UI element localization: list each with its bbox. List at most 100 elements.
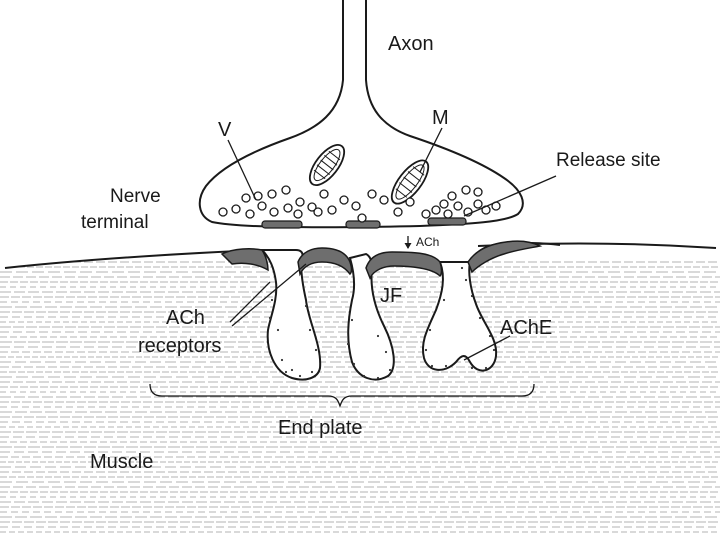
stipple-dot: [464, 278, 468, 282]
stipple-dot: [424, 348, 428, 352]
receptor-band-2: [297, 247, 353, 277]
stipple-dot: [442, 298, 446, 302]
stipple-dot: [304, 304, 308, 308]
vesicle: [447, 191, 457, 201]
nerve-terminal-label-line1: Nerve: [110, 186, 161, 207]
junctional-fold-3: [422, 261, 498, 372]
stipple-dot: [270, 298, 274, 302]
mitochondrion-leader: [419, 127, 443, 173]
ach-receptor-leader-2: [231, 263, 307, 327]
nerve-terminal-label-line2: terminal: [81, 212, 149, 233]
vesicle: [327, 205, 337, 215]
vesicle: [257, 201, 267, 211]
junctional-fold-1: [259, 249, 322, 381]
receptor-band-3: [365, 251, 443, 280]
stipple-dot: [470, 366, 474, 370]
stipple-dot: [276, 328, 280, 332]
stipple-dot: [376, 334, 380, 338]
vesicle: [339, 195, 349, 205]
ach-receptors-label-line1: ACh: [166, 307, 205, 329]
vesicle: [473, 187, 483, 197]
stipple-dot: [314, 348, 318, 352]
stipple-dot: [352, 362, 356, 366]
stipple-dot: [484, 366, 488, 370]
release-site-leader: [463, 175, 557, 217]
vesicle: [319, 189, 329, 199]
stipple-dot: [280, 358, 284, 362]
vesicle: [313, 207, 323, 217]
vesicle: [281, 185, 291, 195]
ach-receptor-leader-1: [229, 281, 271, 323]
vesicle: [443, 209, 453, 219]
stipple-dot: [488, 334, 492, 338]
vesicle: [367, 189, 377, 199]
vesicle-label: V: [218, 119, 232, 141]
stipple-dot: [346, 342, 350, 346]
vesicle: [393, 207, 403, 217]
end-plate-label: End plate: [278, 417, 363, 439]
stipple-dot: [470, 294, 474, 298]
stipple-dot: [284, 370, 288, 374]
vesicle: [307, 202, 317, 212]
nerve-terminal: [198, 0, 524, 229]
release-sites: [261, 217, 467, 229]
stipple-dot: [362, 374, 366, 378]
stipple-dot: [350, 318, 354, 322]
mitochondrion-1: [308, 144, 346, 186]
ach-label: ACh: [416, 235, 439, 249]
junctional-fold-label: JF: [380, 285, 402, 307]
receptor-band-4: [467, 240, 543, 274]
stipple-dot: [310, 370, 314, 374]
stipple-dot: [478, 316, 482, 320]
stipple-dot: [388, 368, 392, 372]
vesicle: [405, 197, 415, 207]
release-site-3: [427, 217, 467, 226]
vesicle: [283, 203, 293, 213]
leader-lines: [227, 127, 557, 361]
vesicle: [351, 201, 361, 211]
stipple-dot: [428, 328, 432, 332]
vesicle: [431, 205, 441, 215]
vesicle: [267, 189, 277, 199]
release-site-1: [261, 220, 303, 229]
vesicle: [269, 207, 279, 217]
vesicle: [293, 209, 303, 219]
ache-label: AChE: [500, 317, 552, 339]
stipple-dot: [444, 364, 448, 368]
stipple-dot: [298, 374, 302, 378]
stipple-dot: [460, 266, 464, 270]
vesicle-leader: [227, 139, 257, 201]
muscle-label: Muscle: [90, 451, 153, 473]
stipple-dot: [430, 364, 434, 368]
vesicle: [218, 207, 228, 217]
mitochondrion-2: [390, 159, 430, 205]
stipple-dot: [308, 328, 312, 332]
vesicle: [231, 204, 241, 214]
vesicle: [473, 199, 483, 209]
vesicle: [241, 193, 251, 203]
stipple-dot: [384, 350, 388, 354]
stipple-dot: [268, 316, 272, 320]
release-site-label: Release site: [556, 150, 661, 171]
vesicle: [453, 201, 463, 211]
stipple-dot: [290, 368, 294, 372]
vesicle: [461, 185, 471, 195]
synaptic-vesicles: [218, 185, 501, 223]
vesicle: [421, 209, 431, 219]
fold-stipple: [268, 266, 496, 380]
axon-label: Axon: [388, 33, 434, 55]
ach-receptor-bands: [220, 240, 543, 280]
ach-arrow-head: [404, 243, 412, 249]
vesicle: [439, 199, 449, 209]
vesicle: [357, 213, 367, 223]
ache-leader: [463, 335, 511, 361]
stipple-dot: [376, 376, 380, 380]
end-plate-bracket: [149, 383, 535, 409]
ach-receptors-label-line2: receptors: [138, 335, 221, 357]
vesicle: [245, 209, 255, 219]
receptor-band-1: [220, 248, 269, 272]
mitochondrion-label: M: [432, 107, 449, 129]
stipple-dot: [492, 348, 496, 352]
vesicle: [379, 195, 389, 205]
